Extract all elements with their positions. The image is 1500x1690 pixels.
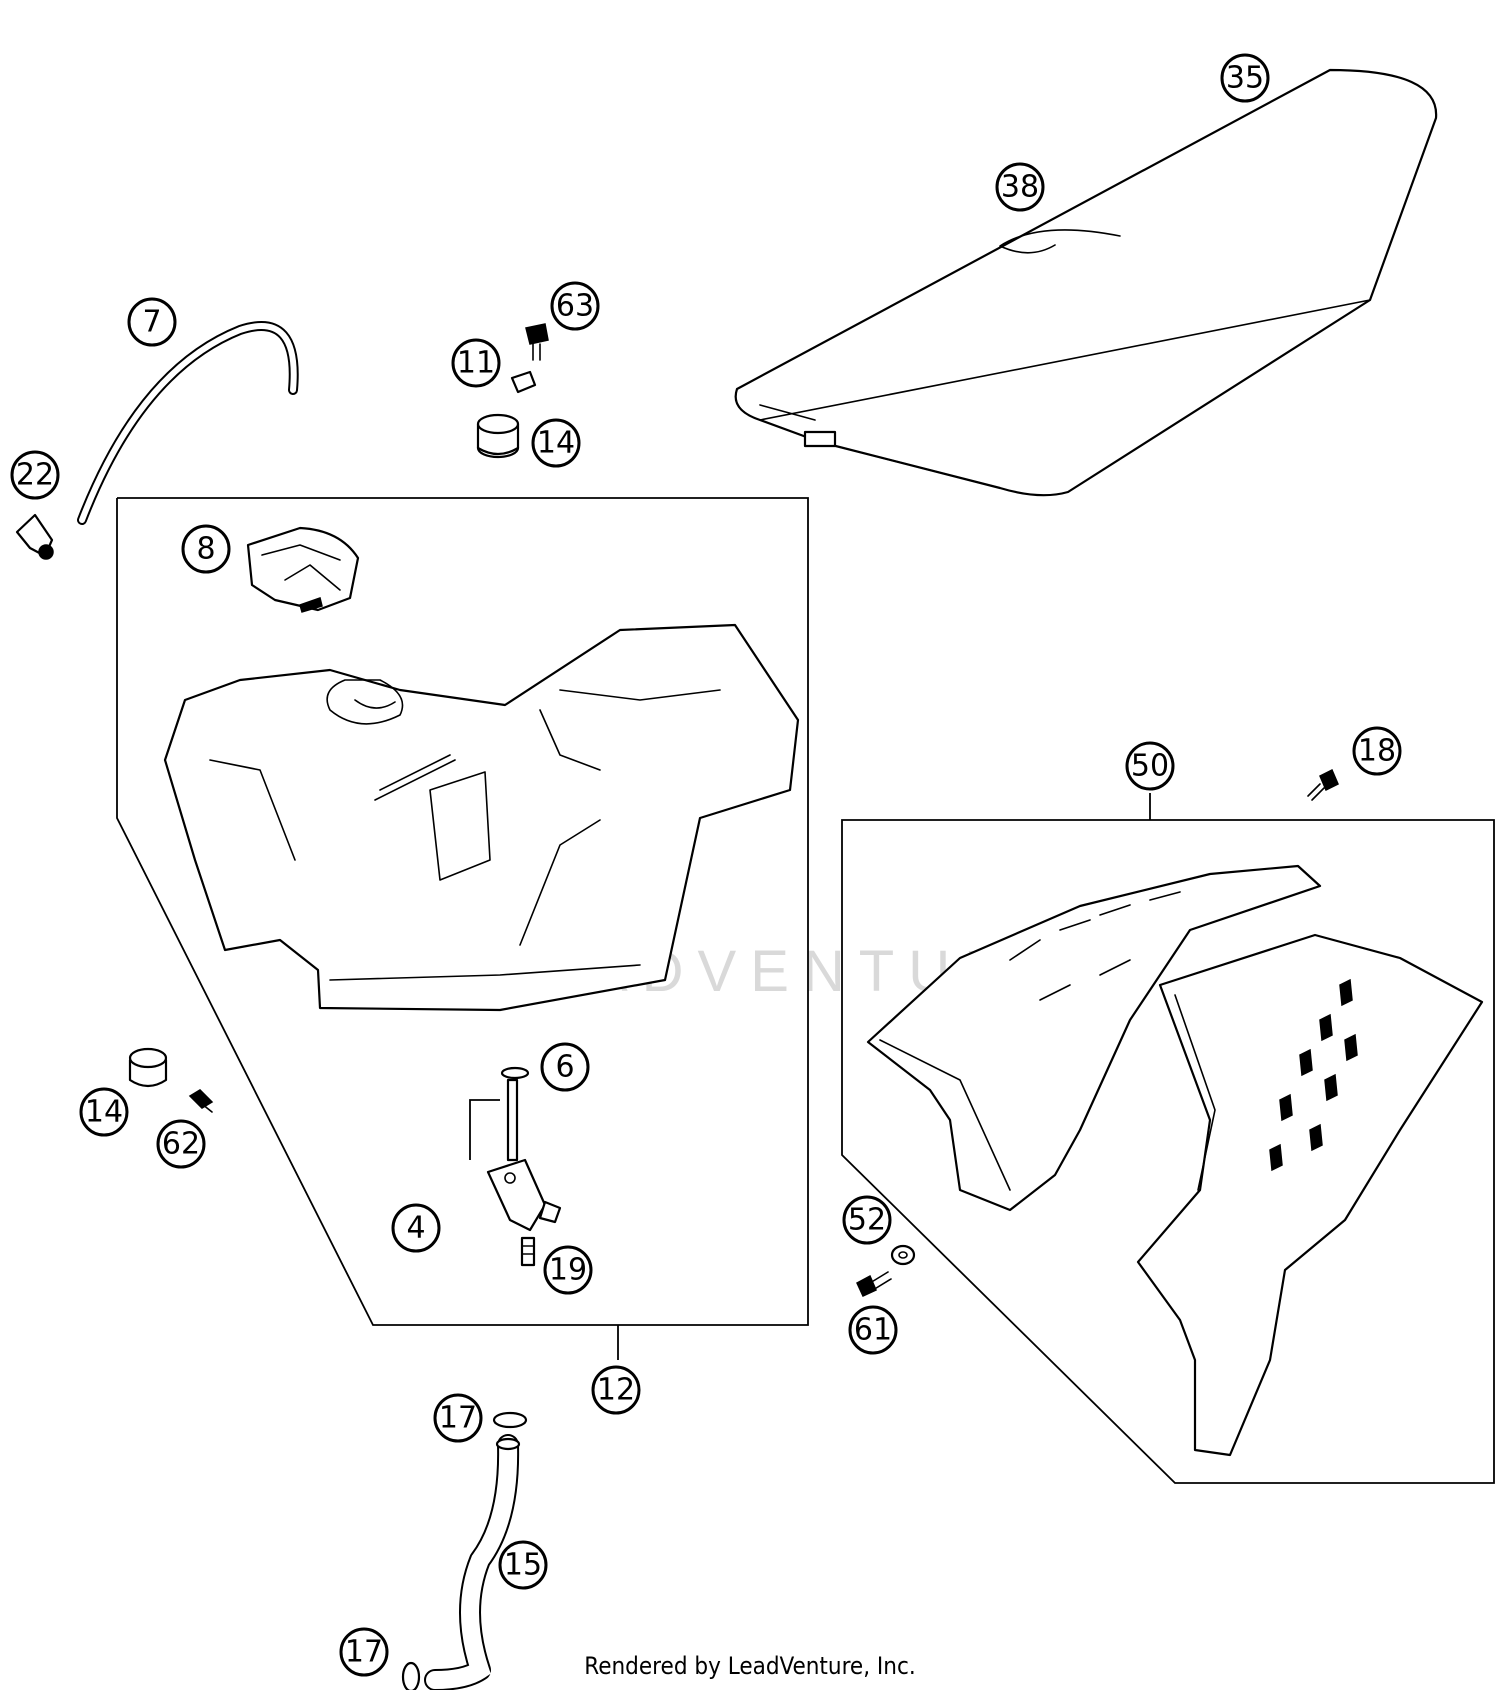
svg-text:14: 14 xyxy=(537,426,575,461)
svg-text:50: 50 xyxy=(1131,749,1169,784)
screw-62-part xyxy=(188,1089,214,1113)
callout-14-left: 14 xyxy=(79,1087,129,1137)
svg-text:8: 8 xyxy=(196,532,215,567)
callout-15: 15 xyxy=(498,1540,548,1590)
callout-38: 38 xyxy=(995,162,1045,212)
svg-text:17: 17 xyxy=(439,1401,477,1436)
svg-text:19: 19 xyxy=(549,1253,587,1288)
fuel-hose-part xyxy=(424,1434,521,1690)
callout-4: 4 xyxy=(391,1203,441,1253)
svg-text:38: 38 xyxy=(1001,170,1039,205)
spoiler-assembly-frame xyxy=(841,819,1495,1484)
rubber-spacer-14b-part xyxy=(128,1047,168,1088)
fuel-tank-assembly-frame xyxy=(116,497,809,1326)
callout-12: 12 xyxy=(591,1365,641,1415)
svg-text:52: 52 xyxy=(848,1203,886,1238)
o-ring-part xyxy=(500,1066,530,1080)
fuel-tank-part xyxy=(163,623,800,1012)
callout-18: 18 xyxy=(1352,726,1402,776)
hose-clamp-17a-part xyxy=(492,1411,528,1429)
washer-52-part xyxy=(890,1244,916,1266)
svg-text:4: 4 xyxy=(406,1211,425,1246)
spoiler-right-part xyxy=(1136,933,1484,1457)
svg-text:35: 35 xyxy=(1226,61,1264,96)
spoiler-left-part xyxy=(866,864,1322,1212)
svg-text:15: 15 xyxy=(504,1548,542,1583)
fuel-tap-part xyxy=(486,1078,562,1232)
svg-text:12: 12 xyxy=(597,1373,635,1408)
footer-credit: Rendered by LeadVenture, Inc. xyxy=(584,1652,916,1680)
callout-7: 7 xyxy=(127,297,177,347)
callout-6: 6 xyxy=(540,1042,590,1092)
svg-text:18: 18 xyxy=(1358,734,1396,769)
svg-text:11: 11 xyxy=(457,346,495,381)
svg-text:17: 17 xyxy=(345,1635,383,1670)
callout-62: 62 xyxy=(156,1119,206,1169)
vent-hose-part xyxy=(77,321,299,525)
callout-22: 22 xyxy=(10,450,60,500)
seat-part xyxy=(734,68,1438,497)
screw-61-part xyxy=(856,1271,892,1297)
callout-17-bottom: 17 xyxy=(339,1627,389,1677)
svg-text:62: 62 xyxy=(162,1127,200,1162)
svg-text:22: 22 xyxy=(16,458,54,493)
svg-text:14: 14 xyxy=(85,1095,123,1130)
hose-clamp-17b-part xyxy=(401,1661,421,1690)
callout-50: 50 xyxy=(1125,741,1175,791)
screw-63-part xyxy=(525,323,549,361)
callout-61: 61 xyxy=(848,1305,898,1355)
elbow-fitting-part xyxy=(15,513,54,560)
callout-11: 11 xyxy=(451,338,501,388)
callout-8: 8 xyxy=(181,524,231,574)
callout-17-top: 17 xyxy=(433,1393,483,1443)
svg-text:7: 7 xyxy=(142,305,161,340)
leader-4 xyxy=(469,1099,500,1160)
svg-text:63: 63 xyxy=(556,289,594,324)
nut-11-part xyxy=(510,370,537,394)
callout-35: 35 xyxy=(1220,53,1270,103)
svg-text:6: 6 xyxy=(555,1050,574,1085)
svg-text:61: 61 xyxy=(854,1313,892,1348)
callout-63: 63 xyxy=(550,281,600,331)
screw-18-part xyxy=(1307,768,1339,801)
callout-14-top: 14 xyxy=(531,418,581,468)
fuel-cap-part xyxy=(246,526,360,613)
screw-19-part xyxy=(520,1236,536,1267)
callout-52: 52 xyxy=(842,1195,892,1245)
rubber-spacer-14-part xyxy=(476,413,520,459)
callout-19: 19 xyxy=(543,1245,593,1295)
